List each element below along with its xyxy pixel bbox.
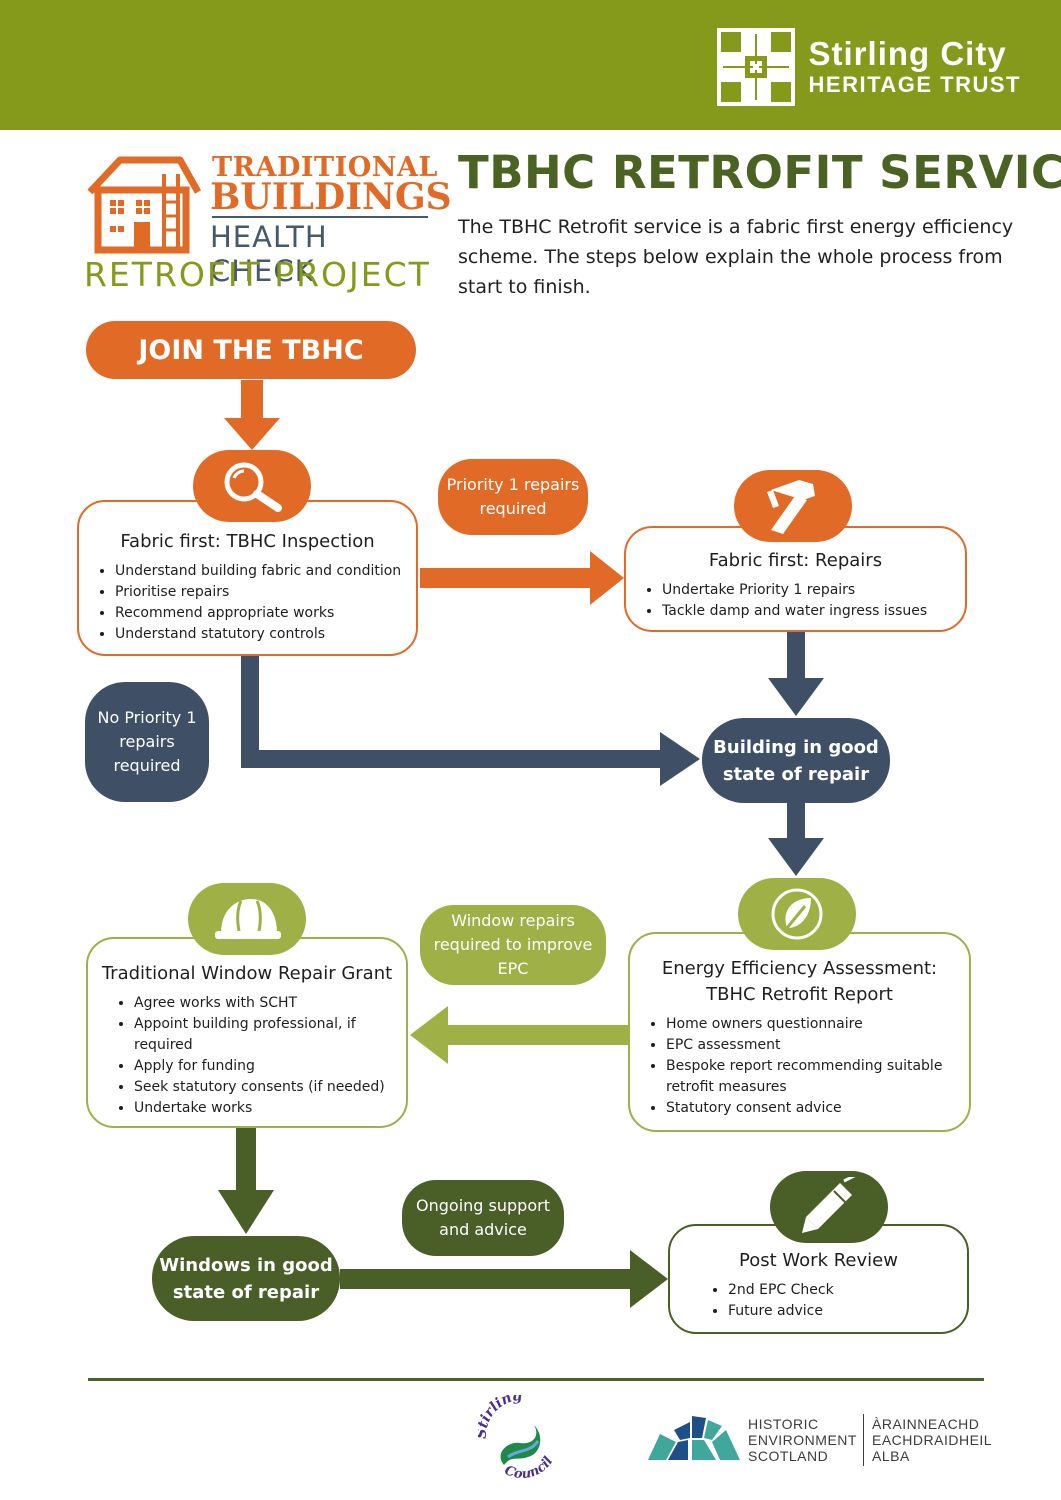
- page-title: TBHC RETROFIT SERVICE: [458, 146, 1061, 199]
- list-item: Statutory consent advice: [666, 1098, 955, 1119]
- list-item: Tackle damp and water ingress issues: [662, 601, 965, 622]
- arrow-building-to-energy: [768, 803, 824, 876]
- arrow-energy-to-window-grant: [410, 1006, 628, 1064]
- repairs-badge: [734, 470, 852, 542]
- logo-health-check: HEALTH CHECK: [210, 220, 328, 288]
- arrow-inspection-to-repairs: [420, 551, 624, 605]
- list-item: Understand building fabric and condition: [115, 561, 416, 582]
- hes-divider: [863, 1414, 864, 1466]
- window-repairs-tag: Window repairs required to improve EPC: [420, 905, 606, 985]
- repairs-title: Fabric first: Repairs: [708, 550, 883, 571]
- priority1-repairs-tag: Priority 1 repairs required: [438, 459, 588, 535]
- review-list: 2nd EPC Check Future advice: [670, 1280, 967, 1322]
- list-item: Agree works with SCHT: [134, 993, 392, 1014]
- repairs-list: Undertake Priority 1 repairs Tackle damp…: [626, 580, 965, 622]
- svg-text:Stirling: Stirling: [478, 1395, 523, 1439]
- arrow-inspection-to-building: [241, 656, 700, 786]
- inspection-title: Fabric first: TBHC Inspection: [120, 531, 375, 552]
- building-good-state-pill: Building in good state of repair: [702, 718, 890, 803]
- footer-divider: [88, 1378, 984, 1381]
- window-grant-box: Traditional Window Repair Grant Agree wo…: [86, 937, 408, 1128]
- org-name-line2: HERITAGE TRUST: [808, 72, 1021, 97]
- energy-title-line1: Energy Efficiency Assessment:: [661, 958, 938, 979]
- inspection-list: Understand building fabric and condition…: [79, 561, 416, 645]
- list-item: Understand statutory controls: [115, 624, 416, 645]
- hes-english-name: HISTORIC ENVIRONMENT SCOTLAND: [748, 1416, 857, 1464]
- list-item: 2nd EPC Check: [728, 1280, 967, 1301]
- tbhc-retrofit-project-logo: TRADITIONAL BUILDINGS HEALTH CHECK RETRO…: [84, 150, 452, 294]
- energy-list: Home owners questionnaire EPC assessment…: [630, 1014, 969, 1119]
- ongoing-support-tag: Ongoing support and advice: [402, 1180, 564, 1256]
- window-grant-title: Traditional Window Repair Grant: [101, 963, 393, 984]
- hammer-icon: [767, 480, 815, 534]
- hes-gaelic-name: ÀRAINNEACHD EACHDRAIDHEIL ALBA: [872, 1416, 993, 1464]
- windows-good-state-pill: Windows in good state of repair: [152, 1236, 340, 1321]
- header-banner: [0, 0, 1061, 130]
- list-item: EPC assessment: [666, 1035, 955, 1056]
- org-name-line1: Stirling City: [808, 35, 1007, 72]
- logo-rule: [212, 216, 428, 218]
- list-item: Seek statutory consents (if needed): [134, 1077, 392, 1098]
- list-item: Recommend appropriate works: [115, 603, 416, 624]
- stirling-city-heritage-trust-logo: Stirling City HERITAGE TRUST: [716, 28, 1021, 106]
- heritage-trust-mark-icon: [716, 28, 795, 106]
- window-grant-list: Agree works with SCHT Appoint building p…: [88, 993, 406, 1119]
- historic-environment-scotland-logo: HISTORIC ENVIRONMENT SCOTLAND ÀRAINNEACH…: [646, 1408, 1006, 1468]
- inspection-badge: [193, 450, 311, 522]
- window-grant-badge: [188, 883, 306, 955]
- logo-buildings: BUILDINGS: [210, 176, 452, 218]
- energy-title-line2: TBHC Retrofit Report: [706, 984, 893, 1005]
- list-item: Prioritise repairs: [115, 582, 416, 603]
- no-priority1-repairs-tag: No Priority 1 repairs required: [85, 682, 209, 802]
- logo-retrofit-project: RETROFIT PROJECT: [84, 255, 431, 294]
- house-icon: [87, 156, 202, 254]
- hard-hat-icon: [215, 899, 281, 939]
- arrow-window-grant-to-windows-good: [218, 1128, 274, 1234]
- magnifying-glass-icon: [224, 462, 282, 512]
- join-tbhc-pill: JOIN THE TBHC: [86, 321, 416, 379]
- energy-assessment-box: Energy Efficiency Assessment: TBHC Retro…: [628, 932, 971, 1132]
- list-item: Apply for funding: [134, 1056, 392, 1077]
- stirling-council-logo: Stirling Council: [478, 1395, 556, 1481]
- intro-text: The TBHC Retrofit service is a fabric fi…: [458, 216, 1014, 298]
- review-badge: [770, 1171, 888, 1243]
- list-item: Undertake works: [134, 1098, 392, 1119]
- arrow-join-to-inspection: [224, 380, 280, 450]
- logo-traditional: TRADITIONAL: [212, 152, 438, 183]
- list-item: Home owners questionnaire: [666, 1014, 955, 1035]
- leaf-icon: [771, 888, 823, 940]
- arrow-windows-good-to-review: [340, 1250, 668, 1308]
- hes-arch-icon: [648, 1416, 740, 1460]
- inspection-step-box: Fabric first: TBHC Inspection Understand…: [77, 500, 418, 656]
- energy-badge: [738, 878, 856, 950]
- pen-icon: [802, 1177, 856, 1233]
- list-item: Appoint building professional, if requir…: [134, 1014, 392, 1056]
- review-title: Post Work Review: [739, 1250, 898, 1271]
- list-item: Future advice: [728, 1301, 967, 1322]
- arrow-repairs-to-building: [768, 632, 824, 716]
- repairs-step-box: Fabric first: Repairs Undertake Priority…: [624, 526, 967, 632]
- list-item: Undertake Priority 1 repairs: [662, 580, 965, 601]
- list-item: Bespoke report recommending suitable ret…: [666, 1056, 955, 1098]
